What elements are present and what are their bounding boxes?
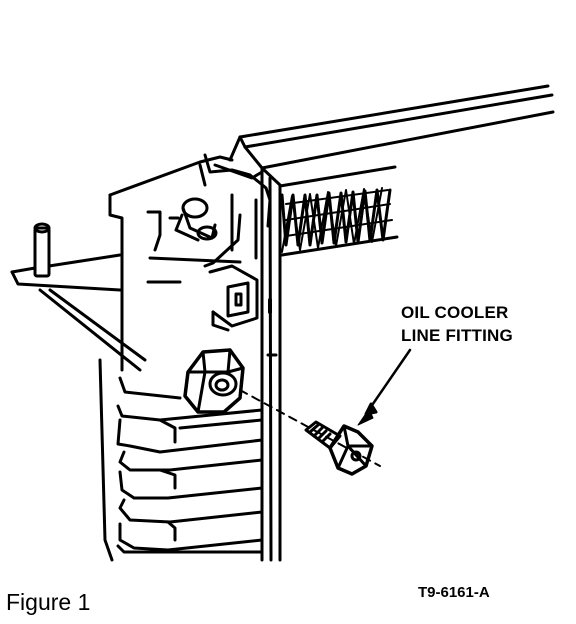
- radiator-side-tank: [98, 153, 272, 562]
- tank-corrugations: [116, 376, 264, 554]
- oil-cooler-line-fitting-part: [304, 420, 374, 476]
- radiator-side-post: [260, 166, 282, 562]
- tank-hex-fitting: [183, 348, 245, 414]
- radiator-top-tank: [228, 84, 555, 170]
- figure-caption: Figure 1: [6, 589, 91, 615]
- tank-outlet-nub: [174, 197, 218, 242]
- figure-code: T9-6161-A: [418, 584, 490, 601]
- callout-label-line2: LINE FITTING: [401, 326, 513, 345]
- callout-leader-arrow: [357, 348, 412, 426]
- callout-label-line1: OIL COOLER: [401, 303, 509, 322]
- mounting-bracket: [10, 222, 147, 372]
- drain-clip: [208, 264, 259, 332]
- radiator-core-fins: [278, 165, 399, 257]
